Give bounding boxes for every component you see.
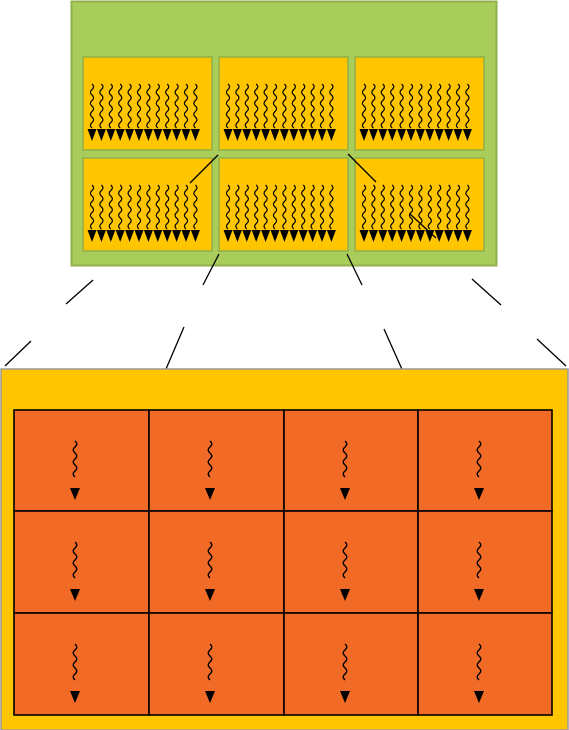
thread-cell [284, 613, 418, 715]
connector-line [5, 341, 31, 366]
cell-rect [284, 511, 418, 613]
cell-rect [149, 613, 284, 715]
thread-cell [284, 410, 418, 511]
connector-line [472, 279, 501, 305]
thread-block [219, 57, 348, 150]
thread-cell [418, 511, 552, 613]
cell-rect [284, 410, 418, 511]
thread-cell [418, 410, 552, 511]
thread-block [355, 158, 484, 251]
thread-block [219, 158, 348, 251]
cell-rect [14, 410, 149, 511]
cell-rect [418, 613, 552, 715]
connector-line [66, 280, 93, 304]
grid-of-blocks [72, 2, 497, 266]
thread-block [355, 57, 484, 150]
cell-rect [149, 511, 284, 613]
thread-block [83, 158, 212, 251]
thread-cell [149, 613, 284, 715]
thread-cell [14, 511, 149, 613]
thread-cell [284, 511, 418, 613]
thread-cell [418, 613, 552, 715]
cell-rect [14, 613, 149, 715]
thread-cell [14, 410, 149, 511]
thread-cell [14, 613, 149, 715]
cell-rect [284, 613, 418, 715]
zoomed-thread-block [1, 369, 568, 730]
cell-rect [418, 511, 552, 613]
thread-block [83, 57, 212, 150]
thread-cell [149, 511, 284, 613]
cell-rect [149, 410, 284, 511]
cell-rect [418, 410, 552, 511]
cell-rect [14, 511, 149, 613]
thread-cell [149, 410, 284, 511]
connector-line [537, 339, 566, 366]
